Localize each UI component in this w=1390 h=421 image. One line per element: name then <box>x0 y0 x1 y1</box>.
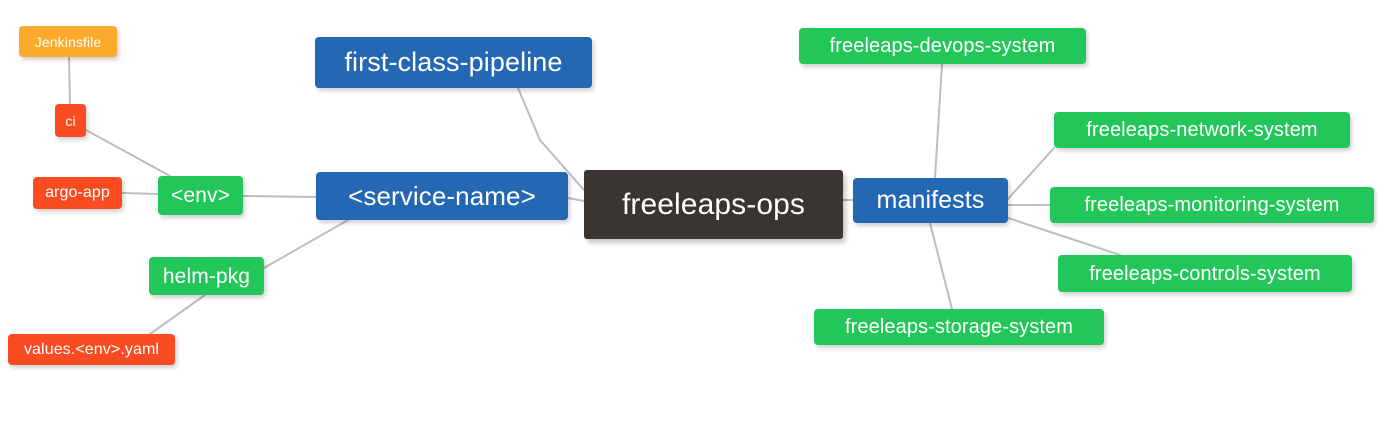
edge-service-name-to-helm-pkg <box>263 219 349 269</box>
edge-manifests-to-freeleaps-network-system <box>1007 147 1055 200</box>
edge-ci-to-jenkinsfile <box>68 56 71 105</box>
node-argo-app[interactable]: argo-app <box>33 177 122 209</box>
edge-freeleaps-ops-to-service-name <box>567 197 585 202</box>
node-service-name[interactable]: <service-name> <box>316 172 568 220</box>
node-helm-pkg[interactable]: helm-pkg <box>149 257 264 295</box>
edge-manifests-to-freeleaps-devops-system <box>934 63 943 179</box>
edge-env-to-argo-app <box>121 192 159 195</box>
edge-service-name-to-env <box>242 195 317 198</box>
edge-helm-pkg-to-values-env-yaml <box>149 294 206 335</box>
edge-env-to-ci <box>85 129 171 177</box>
node-freeleaps-network-system[interactable]: freeleaps-network-system <box>1054 112 1350 148</box>
node-freeleaps-controls-system[interactable]: freeleaps-controls-system <box>1058 255 1352 292</box>
node-freeleaps-monitoring-system[interactable]: freeleaps-monitoring-system <box>1050 187 1374 223</box>
node-freeleaps-ops[interactable]: freeleaps-ops <box>584 170 843 239</box>
node-manifests[interactable]: manifests <box>853 178 1008 223</box>
node-first-class-pipeline[interactable]: first-class-pipeline <box>315 37 592 88</box>
edge-manifests-to-freeleaps-controls-system <box>1007 217 1121 256</box>
node-env[interactable]: <env> <box>158 176 243 215</box>
node-values-env-yaml[interactable]: values.<env>.yaml <box>8 334 175 365</box>
node-freeleaps-devops-system[interactable]: freeleaps-devops-system <box>799 28 1086 64</box>
node-jenkinsfile[interactable]: Jenkinsfile <box>19 26 117 57</box>
node-freeleaps-storage-system[interactable]: freeleaps-storage-system <box>814 309 1104 345</box>
edge-manifests-to-freeleaps-storage-system <box>929 222 953 310</box>
node-ci[interactable]: ci <box>55 104 86 137</box>
